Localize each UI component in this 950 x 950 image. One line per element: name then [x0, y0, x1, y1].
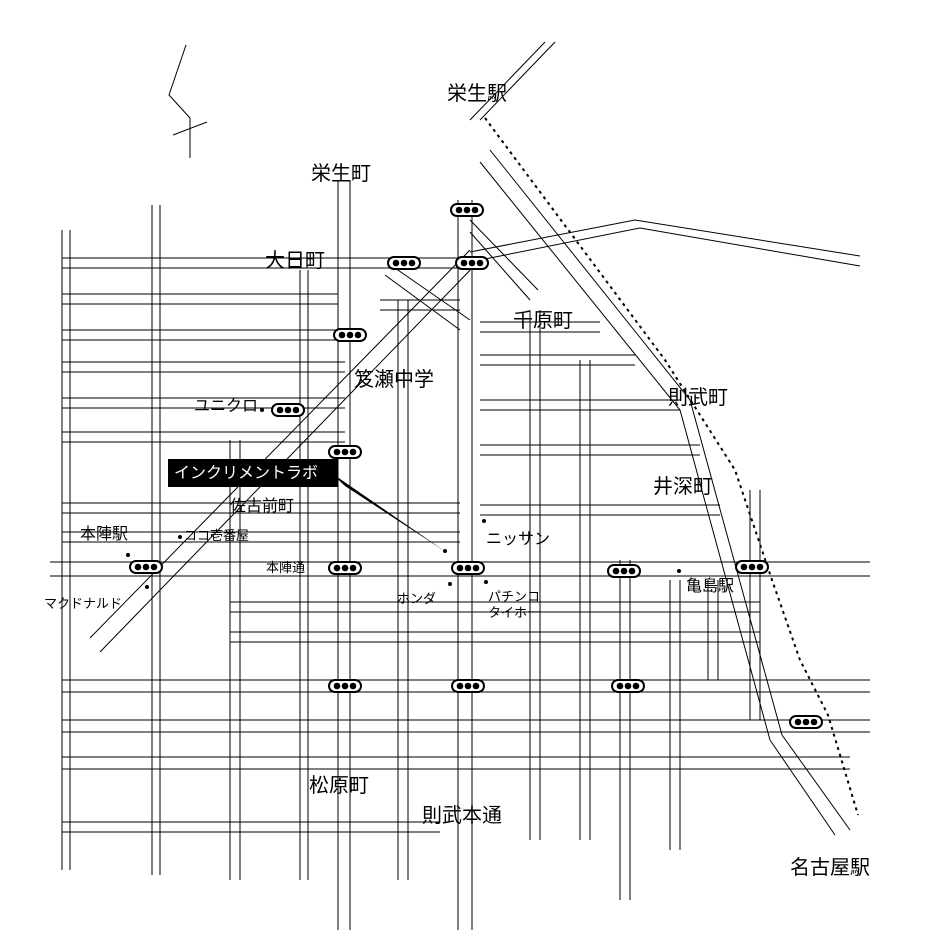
- label-honjin-station: 本陣駅: [80, 524, 129, 543]
- label-dainichi: 大日町: [265, 248, 325, 272]
- honda-marker: [448, 582, 452, 586]
- label-coco: ココ壱番屋: [184, 529, 250, 544]
- label-noritake-street: 則武本通: [422, 803, 502, 827]
- label-nagoya-station: 名古屋駅: [790, 855, 870, 879]
- location-callout: インクリメントラボ: [168, 459, 338, 487]
- honjin-station-marker: [126, 553, 130, 557]
- label-noritake-town: 則武町: [668, 385, 728, 409]
- label-chihara: 千原町: [513, 308, 573, 332]
- pachinko-marker: [484, 580, 488, 584]
- mcdonalds-marker: [145, 585, 149, 589]
- target-marker: [443, 549, 447, 553]
- label-taiho: タイホー: [488, 606, 541, 621]
- label-kameshima: 亀島駅: [686, 576, 735, 595]
- label-sakae-station: 栄生駅: [447, 81, 507, 105]
- railway-line: [484, 117, 859, 816]
- label-sakae-town: 栄生町: [311, 161, 371, 185]
- label-nissan: ニッサン: [486, 529, 551, 548]
- coco-marker: [178, 535, 182, 539]
- nissan-marker: [482, 519, 486, 523]
- north-arrow-icon: [168, 44, 208, 158]
- label-mcdonalds: マクドナルド: [44, 597, 123, 612]
- callout-pointer: [330, 472, 446, 552]
- uniqlo-marker: [260, 408, 264, 412]
- label-matsubara: 松原町: [309, 773, 369, 797]
- kameshima-marker: [677, 569, 681, 573]
- label-honjin-street: 本陣通: [266, 561, 306, 576]
- label-honda: ホンダ: [397, 592, 437, 607]
- label-uniqlo: ユニクロ: [194, 396, 259, 415]
- label-isaka: 井深町: [653, 474, 713, 498]
- label-sasase: 笈瀬中学: [354, 367, 434, 391]
- label-pachinko: パチンコ: [488, 590, 541, 605]
- label-sako: 佐古前町: [230, 496, 295, 515]
